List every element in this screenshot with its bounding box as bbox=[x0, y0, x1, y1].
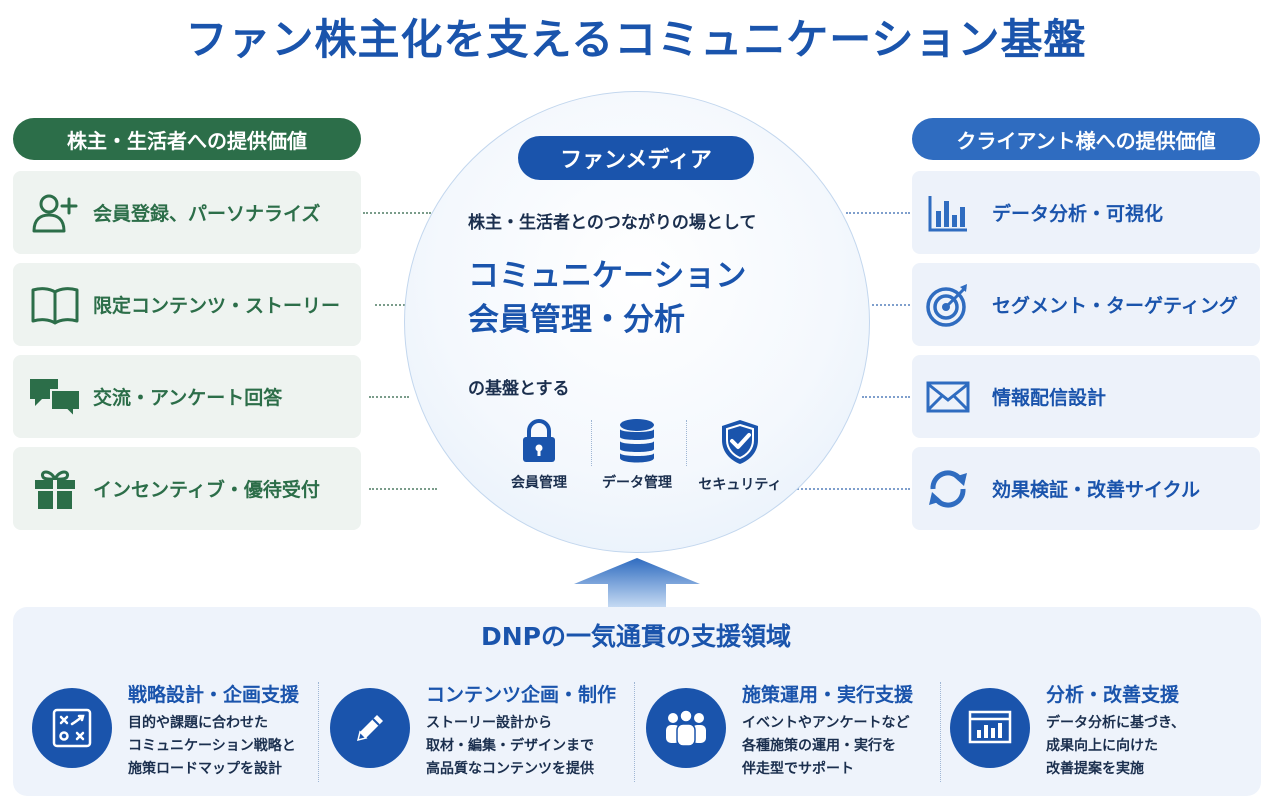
feature-security: セキュリティ bbox=[692, 418, 788, 494]
desc-line: コミュニケーション戦略と bbox=[128, 738, 296, 754]
support-block-desc: イベントやアンケートなど 各種施策の運用・実行を 伴走型でサポート bbox=[742, 712, 909, 781]
team-icon bbox=[646, 688, 726, 768]
left-item-label: 交流・アンケート回答 bbox=[93, 387, 283, 409]
right-column-header: クライアント様への提供価値 bbox=[912, 118, 1260, 160]
desc-line: 改善提案を実施 bbox=[1046, 761, 1144, 777]
left-item-label: 限定コンテンツ・ストーリー bbox=[93, 295, 341, 317]
fan-media-badge: ファンメディア bbox=[518, 136, 754, 180]
support-block-desc: データ分析に基づき、 成果向上に向けた 改善提案を実施 bbox=[1046, 712, 1185, 781]
desc-line: 高品質なコンテンツを提供 bbox=[426, 761, 594, 777]
connector-line bbox=[363, 212, 431, 214]
desc-line: データ分析に基づき、 bbox=[1046, 715, 1186, 731]
page-title: ファン株主化を支えるコミュニケーション基盤 bbox=[185, 15, 1087, 64]
support-block-title: コンテンツ企画・制作 bbox=[426, 684, 617, 706]
right-item-segmentation: セグメント・ターゲティング bbox=[912, 263, 1260, 346]
bar-chart-icon bbox=[912, 193, 984, 233]
right-item-label: 効果検証・改善サイクル bbox=[992, 479, 1201, 501]
block-divider bbox=[634, 682, 635, 782]
right-item-delivery-design: 情報配信設計 bbox=[912, 355, 1260, 438]
lock-icon bbox=[523, 419, 555, 462]
desc-line: 目的や課題に合わせた bbox=[128, 715, 268, 731]
left-item-interaction-survey: 交流・アンケート回答 bbox=[13, 355, 361, 438]
feature-data-management: データ管理 bbox=[589, 418, 685, 492]
left-item-label: インセンティブ・優待受付 bbox=[93, 479, 320, 501]
support-panel bbox=[13, 607, 1261, 796]
connector-line bbox=[369, 396, 409, 398]
right-item-data-analysis: データ分析・可視化 bbox=[912, 171, 1260, 254]
block-divider bbox=[318, 682, 319, 782]
desc-line: ストーリー設計から bbox=[426, 715, 552, 731]
connector-line bbox=[375, 304, 405, 306]
connector-line bbox=[846, 212, 910, 214]
feature-divider bbox=[591, 420, 592, 466]
support-block-desc: ストーリー設計から 取材・編集・デザインまで 高品質なコンテンツを提供 bbox=[426, 712, 594, 781]
chat-bubbles-icon bbox=[13, 375, 93, 419]
center-main-line: 会員管理・分析 bbox=[468, 302, 685, 338]
target-icon bbox=[912, 282, 984, 328]
shield-check-icon bbox=[722, 420, 758, 464]
center-lead-text: 株主・生活者とのつながりの場として bbox=[468, 213, 757, 233]
support-block-desc: 目的や課題に合わせた コミュニケーション戦略と 施策ロードマップを設計 bbox=[128, 712, 296, 781]
left-item-label: 会員登録、パーソナライズ bbox=[93, 203, 321, 225]
feature-label: 会員管理 bbox=[511, 475, 567, 491]
database-icon bbox=[620, 419, 654, 463]
support-title: DNPの一気通貫の支援領域 bbox=[481, 622, 791, 651]
desc-line: 各種施策の運用・実行を bbox=[742, 738, 896, 754]
right-item-label: セグメント・ターゲティング bbox=[992, 295, 1238, 317]
strategy-board-icon bbox=[32, 688, 112, 768]
desc-line: 施策ロードマップを設計 bbox=[128, 761, 282, 777]
right-item-label: データ分析・可視化 bbox=[992, 203, 1164, 225]
feature-member-management: 会員管理 bbox=[491, 418, 587, 492]
connector-line bbox=[790, 488, 910, 490]
desc-line: イベントやアンケートなど bbox=[742, 715, 910, 731]
support-block-title: 分析・改善支援 bbox=[1046, 684, 1180, 706]
feature-label: データ管理 bbox=[602, 475, 672, 491]
desc-line: 取材・編集・デザインまで bbox=[426, 738, 594, 754]
connector-line bbox=[369, 488, 437, 490]
right-item-improvement-cycle: 効果検証・改善サイクル bbox=[912, 447, 1260, 530]
analytics-screen-icon bbox=[950, 688, 1030, 768]
support-block-title: 戦略設計・企画支援 bbox=[128, 684, 300, 706]
block-divider bbox=[940, 682, 941, 782]
feature-label: セキュリティ bbox=[698, 477, 782, 493]
desc-line: 成果向上に向けた bbox=[1046, 738, 1158, 754]
refresh-cycle-icon bbox=[912, 467, 984, 511]
open-book-icon bbox=[13, 285, 93, 325]
envelope-icon bbox=[912, 381, 984, 413]
center-main-line: コミュニケーション bbox=[468, 258, 747, 294]
pencil-icon bbox=[330, 688, 410, 768]
right-item-label: 情報配信設計 bbox=[992, 387, 1107, 409]
up-arrow-icon bbox=[574, 558, 700, 608]
desc-line: 伴走型でサポート bbox=[742, 761, 854, 777]
connector-line bbox=[862, 396, 910, 398]
center-main-text: コミュニケーション 会員管理・分析 bbox=[468, 254, 746, 342]
gift-icon bbox=[13, 467, 93, 511]
feature-divider bbox=[686, 420, 687, 466]
left-item-member-registration: 会員登録、パーソナライズ bbox=[13, 171, 361, 254]
add-user-icon bbox=[13, 191, 93, 235]
support-block-title: 施策運用・実行支援 bbox=[742, 684, 914, 706]
left-item-exclusive-content: 限定コンテンツ・ストーリー bbox=[13, 263, 361, 346]
connector-line bbox=[872, 304, 910, 306]
center-foot-text: の基盤とする bbox=[468, 379, 570, 399]
left-item-incentive: インセンティブ・優待受付 bbox=[13, 447, 361, 530]
left-column-header: 株主・生活者への提供価値 bbox=[13, 118, 361, 160]
